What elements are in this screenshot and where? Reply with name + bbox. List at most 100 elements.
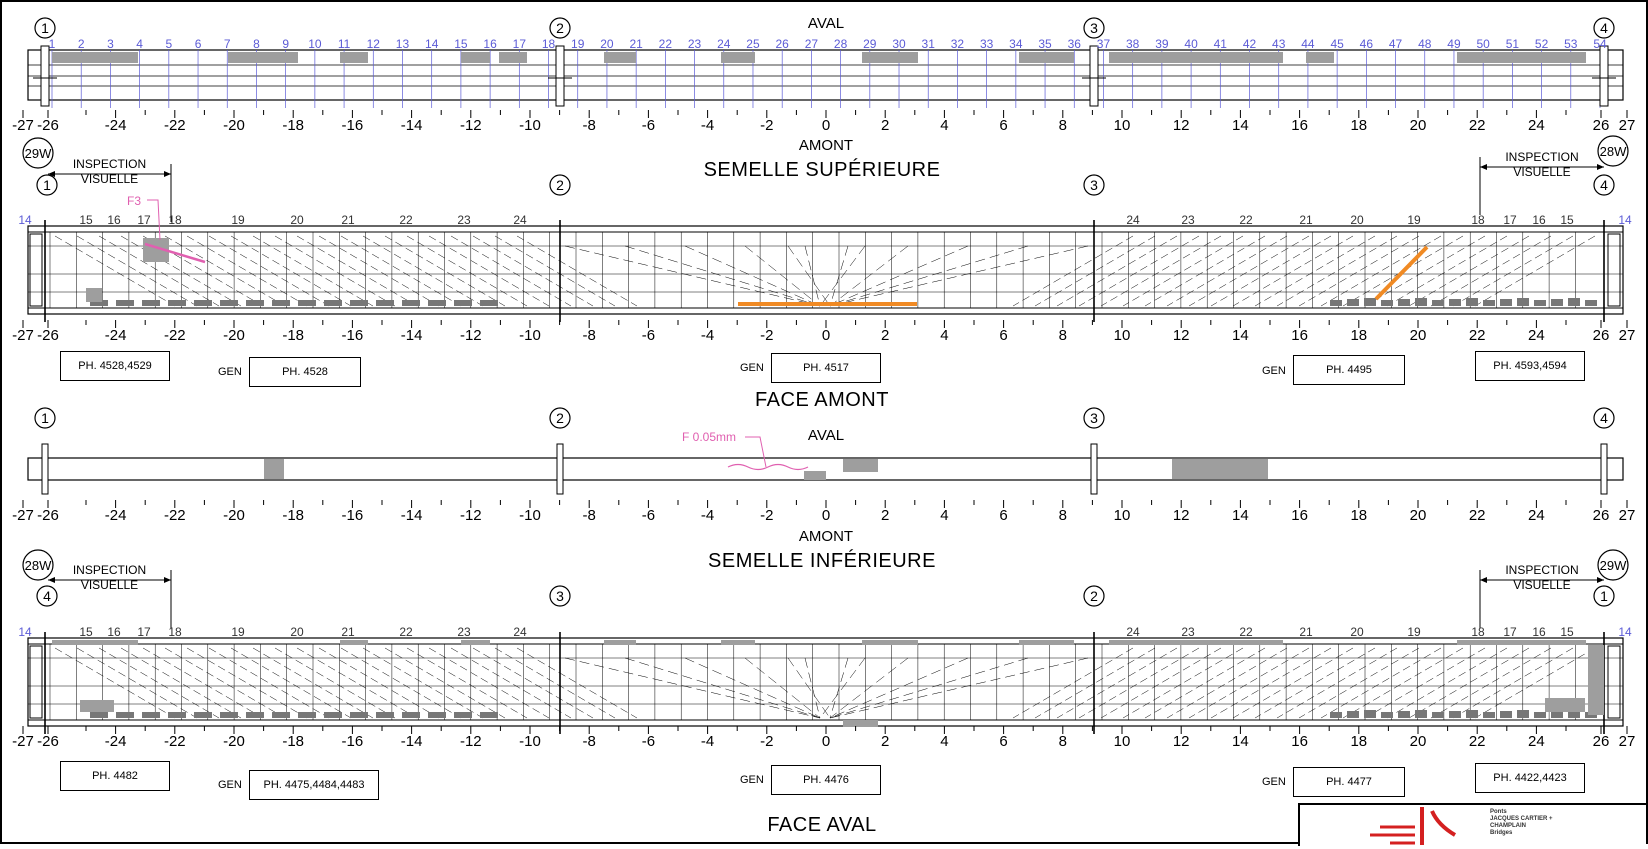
face-amont-hatch <box>1568 298 1580 306</box>
face-amont-diagonal <box>829 245 849 307</box>
crack-mark-orange <box>1374 245 1429 301</box>
face-aval-diagonal <box>1254 647 1376 719</box>
face-amont-hatch <box>324 300 342 306</box>
face-aval-hatch <box>1432 712 1444 718</box>
axis-tick-label: 22 <box>1469 733 1486 750</box>
deterioration-zone <box>862 640 918 645</box>
axis-tick-label: 14 <box>1232 733 1249 750</box>
face-amont-end-plate <box>29 233 43 307</box>
photo-ref-box[interactable]: PH. 4495 <box>1293 355 1405 385</box>
deterioration-zone <box>1457 52 1586 63</box>
deterioration-zone <box>340 52 368 63</box>
face-amont-diagonal <box>1474 235 1596 307</box>
photo-ref-box[interactable]: PH. 4476 <box>771 765 881 795</box>
axis-tick-label: -8 <box>583 507 596 524</box>
support-stiffener <box>555 45 565 107</box>
axis-tick-label: 16 <box>1291 733 1308 750</box>
stiffener-number: 18 <box>1471 213 1485 227</box>
face-aval-diagonal <box>804 657 821 719</box>
face-aval-hatch <box>350 712 368 718</box>
axis-tick-label: 10 <box>1114 733 1131 750</box>
face-aval-diagonal <box>230 647 352 719</box>
stiffener-number: 19 <box>231 625 245 639</box>
stiffener-number: 15 <box>79 625 93 639</box>
face-amont-diagonal <box>829 245 1029 307</box>
photo-ref-box[interactable]: PH. 4593,4594 <box>1475 351 1585 381</box>
visuelle-label: VISUELLE <box>1513 578 1570 592</box>
face-amont-diagonal <box>142 235 264 307</box>
deterioration-zone <box>461 640 490 645</box>
axis-tick-label: -18 <box>282 117 304 134</box>
axis-tick-label: 27 <box>1619 327 1636 344</box>
axis-tick-label: 0 <box>822 327 830 344</box>
axis-tick-label: -26 <box>37 507 59 524</box>
axis-tick-label: -27 <box>12 507 34 524</box>
axis-tick-label: 4 <box>940 327 948 344</box>
face-aval-diagonal <box>164 647 286 719</box>
stiffener-number: 18 <box>168 213 182 227</box>
photo-ref-box[interactable]: PH. 4528 <box>249 357 361 387</box>
panel-number: 28 <box>834 37 848 51</box>
panel-number: 45 <box>1330 37 1344 51</box>
support-circle-label: 4 <box>1600 20 1608 36</box>
panel-number: 36 <box>1068 37 1082 51</box>
end-support-circle-label: 28W <box>25 558 52 573</box>
face-aval-diagonal <box>1100 647 1222 719</box>
axis-tick-label: 20 <box>1410 327 1427 344</box>
face-aval-hatch <box>1517 710 1529 718</box>
axis-tick-label: -26 <box>37 327 59 344</box>
face-aval-diagonal <box>274 647 396 719</box>
axis-tick-label: 18 <box>1350 117 1367 134</box>
deterioration-zone <box>1306 52 1334 63</box>
face-amont-diagonal <box>1232 235 1354 307</box>
axis-tick-label: 8 <box>1059 733 1067 750</box>
title-face-amont: FACE AMONT <box>755 389 889 411</box>
panel-number: 3 <box>107 37 114 51</box>
crack-label-f3: F3 <box>127 194 141 208</box>
axis-tick-label: 18 <box>1350 507 1367 524</box>
panel-number: 37 <box>1097 37 1111 51</box>
photo-ref-box[interactable]: PH. 4422,4423 <box>1475 763 1585 793</box>
deterioration-zone <box>86 288 102 302</box>
photo-ref-box[interactable]: PH. 4528,4529 <box>60 351 170 381</box>
axis-tick-label: 10 <box>1114 507 1131 524</box>
axis-tick-label: 24 <box>1528 733 1545 750</box>
face-amont-diagonal <box>318 235 440 307</box>
face-aval-diagonal <box>1144 647 1266 719</box>
support-circle <box>36 585 58 607</box>
face-aval-diagonal <box>1056 647 1178 719</box>
face-aval-hatch <box>1415 710 1427 718</box>
support-stiffener <box>556 443 564 495</box>
panel-number: 6 <box>195 37 202 51</box>
photo-ref-box[interactable]: PH. 4475,4484,4483 <box>249 770 379 800</box>
stiffener-number: 14 <box>18 625 32 639</box>
photo-ref-box[interactable]: PH. 4517 <box>771 353 881 383</box>
face-amont-hatch <box>1551 299 1563 306</box>
face-aval-diagonal <box>120 647 242 719</box>
face-amont-diagonal <box>1254 235 1376 307</box>
face-amont-diagonal <box>1210 235 1332 307</box>
deterioration-zone <box>52 640 138 645</box>
panel-number: 54 <box>1593 37 1607 51</box>
face-amont-diagonal <box>428 235 550 307</box>
stiffener-number: 22 <box>1239 213 1253 227</box>
axis-tick-label: -20 <box>223 733 245 750</box>
axis-tick-label: -24 <box>105 117 127 134</box>
dimension-arrow-icon <box>1480 577 1487 583</box>
support-stiffener <box>1090 443 1098 495</box>
face-aval-hatch <box>194 712 212 718</box>
face-aval-hatch <box>168 712 186 718</box>
photo-ref-box[interactable]: PH. 4482 <box>60 761 170 791</box>
face-amont-diagonal <box>274 235 396 307</box>
inspection-label: INSPECTION <box>1505 563 1578 577</box>
end-support-circle-label: 29W <box>1600 558 1627 573</box>
face-aval-diagonal <box>1408 647 1530 719</box>
axis-tick-label: -20 <box>223 117 245 134</box>
axis-tick-label: -8 <box>583 327 596 344</box>
photo-ref-box[interactable]: PH. 4477 <box>1293 767 1405 797</box>
face-aval-diagonal <box>340 647 462 719</box>
stiffener-number: 20 <box>290 213 304 227</box>
face-aval-diagonal <box>54 647 176 719</box>
stiffener-number: 17 <box>137 625 151 639</box>
axis-tick-label: 0 <box>822 733 830 750</box>
